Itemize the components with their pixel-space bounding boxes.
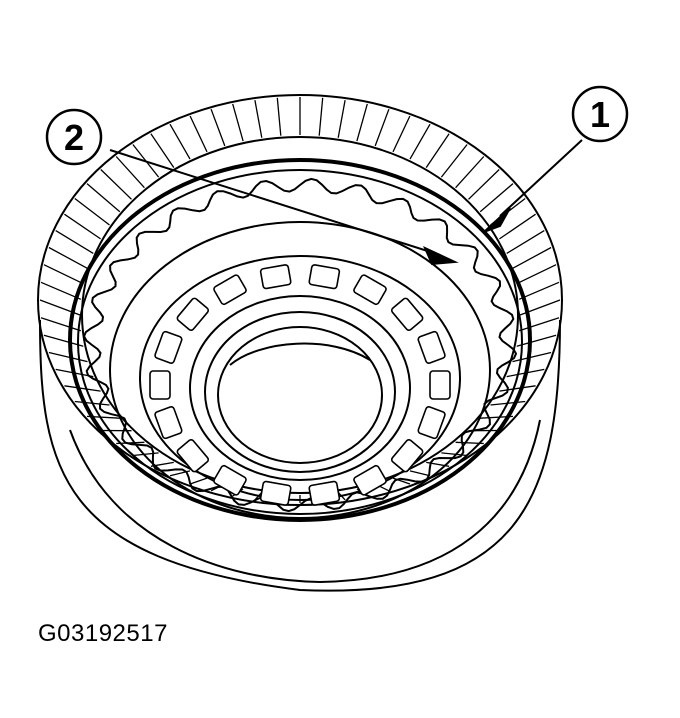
hub-lug <box>353 274 387 306</box>
piston-outer <box>109 221 491 519</box>
rim-spline <box>189 115 208 153</box>
rim-spline <box>100 169 132 200</box>
callout-2: 2 <box>45 108 103 166</box>
hub-lug <box>154 330 183 364</box>
rim-spline <box>455 156 485 189</box>
hub-lug <box>259 480 292 506</box>
rim-spline <box>356 103 368 142</box>
rim-spline <box>512 246 552 269</box>
hub-lug <box>417 406 446 440</box>
rim-spline <box>516 264 557 285</box>
rim-spline <box>48 246 88 269</box>
hub-ring-mid <box>204 311 396 473</box>
snap-ring-inner <box>77 169 523 515</box>
callout-1-label: 1 <box>590 94 610 135</box>
callout-2-leader <box>109 149 441 256</box>
rim-spline <box>40 317 82 332</box>
rim-spline <box>232 103 244 142</box>
rim-spline <box>276 97 282 136</box>
rim-spline <box>499 385 536 392</box>
hub-lug <box>176 438 210 473</box>
rim-spline <box>518 317 560 332</box>
callout-2-label: 2 <box>64 117 84 158</box>
hub-lug <box>308 264 341 290</box>
snap-ring-outer <box>68 158 532 522</box>
hub-lug <box>259 264 292 290</box>
hub-lug <box>176 297 210 332</box>
rim-spline <box>189 477 208 485</box>
hub-lug <box>308 480 341 506</box>
rim-spline <box>40 281 82 300</box>
rim-spline <box>254 99 263 138</box>
drum-skirt <box>39 319 561 592</box>
rim-spline <box>132 452 159 457</box>
rim-spline <box>468 169 500 200</box>
hub-lug <box>390 297 424 332</box>
rim-spline <box>318 97 324 136</box>
callout-1-arrowhead <box>483 207 511 233</box>
hub-lug <box>429 370 451 400</box>
rim-spline <box>516 334 557 347</box>
hub-lug <box>353 464 387 496</box>
rim-spline <box>440 144 468 178</box>
rim-spline <box>150 133 175 168</box>
rim-spline <box>169 123 191 160</box>
callout-2-circle <box>45 108 103 166</box>
hub-bore-shadow <box>229 342 371 366</box>
rim-spline <box>409 470 431 477</box>
rim-spline <box>337 99 346 138</box>
rim-spline <box>115 156 145 189</box>
rim-spline <box>74 197 110 226</box>
rim-spline <box>512 351 552 363</box>
rim-spline <box>506 230 545 254</box>
callout-1-leader <box>499 139 583 217</box>
drum-inner-rim <box>81 136 519 494</box>
piston-mid <box>139 255 461 501</box>
rim-spline <box>374 108 390 147</box>
rim-spline <box>409 123 431 160</box>
clutch-plate-teeth <box>82 177 518 513</box>
rim-spline <box>64 213 101 240</box>
rim-spline <box>86 183 121 213</box>
rim-spline <box>392 115 411 153</box>
callout-1-circle <box>571 85 629 143</box>
hub-ring-outer <box>189 295 411 481</box>
hub-lug <box>390 438 424 473</box>
hub-ring-inner <box>217 326 383 464</box>
rim-spline <box>43 264 84 285</box>
rim-spline <box>43 334 84 347</box>
hub-lug <box>417 330 446 364</box>
rim-spline <box>55 230 94 254</box>
callout-1: 1 <box>571 85 629 143</box>
drum-rim-splines <box>39 97 561 503</box>
hub-lug <box>213 274 247 306</box>
rim-spline <box>479 183 514 213</box>
drum-skirt-inner <box>69 419 541 584</box>
rim-spline <box>64 385 101 392</box>
rim-spline <box>441 452 468 457</box>
hub-lug <box>213 464 247 496</box>
rim-spline <box>499 213 536 240</box>
rim-spline <box>518 281 560 300</box>
rim-spline <box>48 351 88 363</box>
hub-lugs <box>149 264 451 506</box>
figure-code: G03192517 <box>38 620 168 647</box>
hub-lug <box>149 370 171 400</box>
callout-2-arrowhead <box>423 245 459 266</box>
rim-spline <box>210 108 226 147</box>
rim-spline <box>425 133 450 168</box>
hub-lug <box>154 406 183 440</box>
